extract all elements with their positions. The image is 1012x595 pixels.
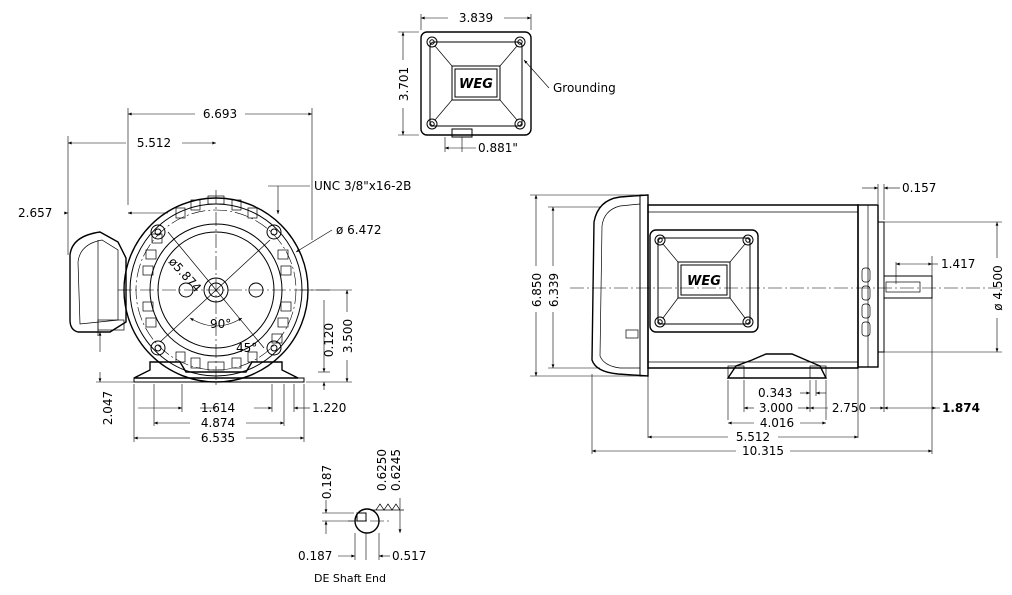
shaft-end-label: DE Shaft End: [314, 572, 386, 585]
dim-box-offset: 2.657: [18, 206, 52, 220]
dim-3000: 3.000: [759, 401, 793, 415]
shaft-end-view: 0.187 0.6250 0.6245 0.187 0.517 DE Shaft…: [298, 449, 426, 585]
svg-text:WEG: WEG: [459, 77, 493, 92]
dim-1614: 1.614: [201, 401, 235, 415]
dim-shaft-height: 3.500: [341, 319, 355, 353]
dim-foot-thickness: 0.120: [322, 323, 336, 357]
dim-1417: 1.417: [941, 257, 975, 271]
weg-logo-side: WEG: [677, 261, 731, 299]
dim-overall-width: 6.693: [203, 107, 237, 121]
terminal-box-view: WEG 3.839 3.701 Grounding 0.881": [397, 11, 616, 155]
thread-label: UNC 3/8"x16-2B: [314, 179, 411, 193]
dim-half-width: 5.512: [137, 136, 171, 150]
dim-key-0187b: 0.187: [298, 549, 332, 563]
dim-box-width: 3.839: [459, 11, 493, 25]
dim-key-0187a: 0.187: [320, 465, 334, 499]
dim-4874: 4.874: [201, 416, 235, 430]
frame-fins: [142, 195, 292, 371]
dim-4016: 4.016: [760, 416, 794, 430]
dim-flange-diameter: ø 4.500: [991, 265, 1005, 311]
dim-5512b: 5.512: [736, 430, 770, 444]
dim-pilot-diameter: ø5.874: [166, 255, 204, 295]
dim-box-bottom: 2.047: [101, 391, 115, 425]
angle-90: 90°: [210, 317, 231, 331]
dim-shaft-0625: 0.6250: [375, 449, 389, 491]
dim-0157: 0.157: [902, 181, 936, 195]
dim-bolt-circle: ø 6.472: [336, 223, 382, 237]
svg-text:WEG: WEG: [687, 274, 721, 289]
side-view: WEG 0.157 6.850 6.339 1.417 ø: [530, 181, 1005, 458]
grounding-label: Grounding: [553, 81, 616, 95]
front-view: 6.693 5.512 2.657 UNC 3/8"x16-2B ø 6.472…: [18, 107, 411, 445]
dim-6535: 6.535: [201, 431, 235, 445]
dim-2750: 2.750: [832, 401, 866, 415]
dim-key-0517: 0.517: [392, 549, 426, 563]
dim-1874: 1.874: [942, 401, 980, 415]
weg-logo: WEG: [451, 65, 501, 101]
dim-6339: 6.339: [547, 273, 561, 307]
dim-box-height: 3.701: [397, 67, 411, 101]
dim-shaft-06245: 0.6245: [389, 449, 403, 491]
dim-conduit: 0.881": [478, 141, 518, 155]
angle-45: 45°: [236, 341, 257, 355]
dim-6850: 6.850: [530, 273, 544, 307]
dim-1220: 1.220: [312, 401, 346, 415]
dim-10315: 10.315: [742, 444, 784, 458]
dim-0343: 0.343: [758, 386, 792, 400]
